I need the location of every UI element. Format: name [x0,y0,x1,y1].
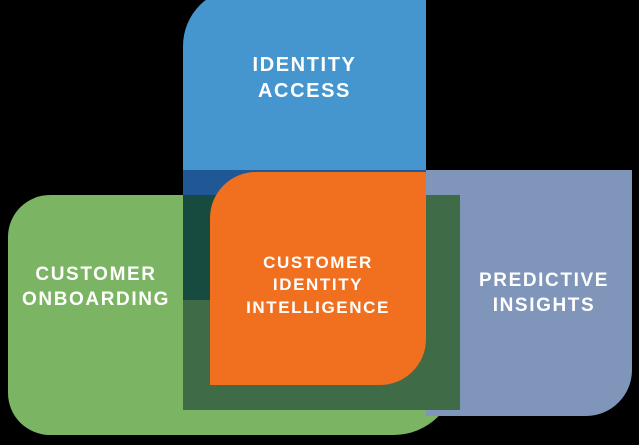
panel-predictive-insights[interactable] [426,170,632,416]
overlap-backdrop-predictive-insights [426,195,460,410]
panel-customer-identity-intelligence[interactable] [210,172,426,385]
overlap-backdrop-customer-onboarding [183,380,460,410]
